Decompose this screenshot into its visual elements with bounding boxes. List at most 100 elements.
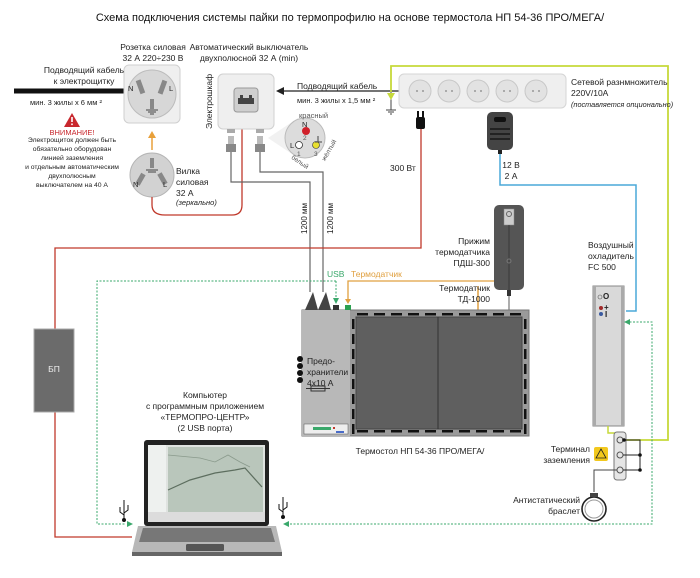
warning-triangle-icon — [64, 113, 80, 127]
power-strip — [398, 73, 567, 109]
heater-border-dash — [476, 430, 487, 433]
socket-label: Розетка силовая 32 А 220÷230 В — [120, 42, 186, 63]
sensor-label: Термодатчик ТД-1000 — [439, 283, 490, 304]
esd-icon — [594, 447, 608, 461]
cable-length-1: 1200 мм — [300, 202, 309, 234]
usb-icon-right — [278, 497, 288, 519]
psu-label: БП — [48, 364, 60, 374]
ground-terminal-label: Терминал заземления — [543, 444, 590, 465]
heater-border-dash — [510, 313, 521, 316]
outlet-pin-hole — [474, 90, 476, 92]
ground-line — [390, 65, 669, 441]
plug-note: (зеркально) — [176, 198, 217, 207]
clamp-label: Прижим термодатчика ПДШ-300 — [435, 236, 490, 268]
plug-pin-l: L — [163, 180, 168, 189]
warning-title: ВНИМАНИЕ! — [49, 128, 95, 137]
power-adapter — [487, 112, 513, 154]
power-strip-outlet — [466, 79, 490, 103]
pinout-pin-n: N — [302, 120, 308, 129]
adapter-label: 12 В 2 А — [502, 160, 520, 181]
heater-border-dash — [524, 334, 527, 344]
heater-border-dash — [352, 334, 355, 344]
plug-pin-n: N — [133, 180, 139, 189]
breaker-label: Автоматический выключатель двухполюсной … — [189, 42, 309, 63]
table-mains-cable — [54, 129, 422, 330]
heater-border-dash — [524, 349, 527, 359]
heater-border-dash — [510, 430, 521, 433]
pinout-red-label: красный — [299, 111, 329, 120]
pinout-pin-l: L — [290, 141, 295, 150]
socket-pin-n: N — [128, 84, 134, 93]
circuit-breaker — [217, 73, 275, 152]
heater-border-dash — [357, 430, 368, 433]
usb-cable-cooler — [290, 321, 653, 525]
cable-length-2: 1200 мм — [326, 202, 335, 234]
cooler-plus-symbol: + — [604, 303, 609, 312]
laptop — [132, 440, 282, 556]
heater-border-dash — [524, 409, 527, 419]
power-plug — [129, 152, 175, 198]
wrist-strap-cable — [593, 469, 617, 492]
power-strip-outlet — [524, 79, 548, 103]
adapter-dc-cable — [499, 154, 637, 312]
table-power-cable-1 — [230, 152, 311, 292]
sensor-clamp — [494, 205, 524, 340]
soldering-table — [297, 292, 530, 437]
computer-label: Компьютер с программным приложением «ТЕР… — [145, 390, 265, 433]
heater-border-dash — [425, 313, 436, 316]
heater-border-dash — [408, 430, 419, 433]
usb-cable-laptop-left — [96, 280, 336, 525]
heater-border-dash — [374, 430, 385, 433]
outlet-pin-hole — [538, 90, 540, 92]
heater-border-dash — [357, 313, 368, 316]
outlet-pin-hole — [416, 90, 418, 92]
power-strip-outlet — [437, 79, 461, 103]
heater-border-dash — [442, 313, 453, 316]
heater-border-dash — [524, 379, 527, 389]
heater-border-dash — [493, 313, 504, 316]
cooler-label: Воздушный охладитель FC 500 — [588, 240, 634, 272]
outlet-pin-hole — [451, 90, 453, 92]
wrist-strap-label: Антистатический браслет — [513, 495, 580, 516]
heater-border-dash — [352, 424, 355, 434]
outlet-pin-hole — [445, 90, 447, 92]
cooler-off-symbol: O — [603, 292, 610, 301]
heater-border-dash — [352, 409, 355, 419]
heater-border-dash — [352, 319, 355, 329]
sensor-cable-label: Термодатчик — [351, 269, 402, 279]
connector-pinout — [268, 117, 326, 159]
power-strip-outlet — [495, 79, 519, 103]
outlet-pin-hole — [480, 90, 482, 92]
heater-border-dash — [524, 394, 527, 404]
heater-border-dash — [352, 364, 355, 374]
supply-cable-label: Подводящий кабель к электрощитку — [43, 65, 125, 86]
cabinet-label: Электрошкаф — [204, 73, 214, 129]
power-socket — [123, 64, 181, 124]
table-mains-plug — [416, 111, 425, 129]
power-strip-label: Сетевой разнмножитель 220V/10A — [571, 77, 668, 98]
breaker-cable — [276, 87, 400, 95]
outlet-pin-hole — [532, 90, 534, 92]
power-supply-unit — [33, 328, 75, 413]
heater-border-dash — [391, 430, 402, 433]
supply-cable-spec: мин. 3 жилы х 6 мм ² — [30, 98, 102, 107]
fuses-label: Предо- хранители 4x10 А — [307, 356, 349, 388]
diagram-title: Схема подключения системы пайки по термо… — [95, 12, 605, 24]
power-300w-label: 300 Вт — [390, 163, 416, 173]
breaker-cable-label: Подводящий кабель — [297, 81, 378, 91]
heater-border-dash — [459, 313, 470, 316]
pinout-pin-1: 1 — [297, 151, 301, 158]
heater-border-dash — [524, 319, 527, 329]
heater-border-dash — [374, 313, 385, 316]
heater-border-dash — [524, 364, 527, 374]
heater-border-dash — [352, 394, 355, 404]
warning-text: Электрощиток должен быть обязательно обо… — [25, 137, 119, 189]
breaker-cable-spec: мин. 3 жилы х 1,5 мм ² — [297, 96, 376, 105]
heater-border-dash — [476, 313, 487, 316]
plug-insert-arrow — [148, 131, 156, 150]
plug-to-breaker-cable — [151, 125, 243, 216]
usb-icon-left — [119, 500, 129, 522]
psu-to-laptop-cable — [54, 411, 132, 538]
cooler-minus-symbol: I — [605, 310, 608, 319]
heater-border-dash — [352, 379, 355, 389]
